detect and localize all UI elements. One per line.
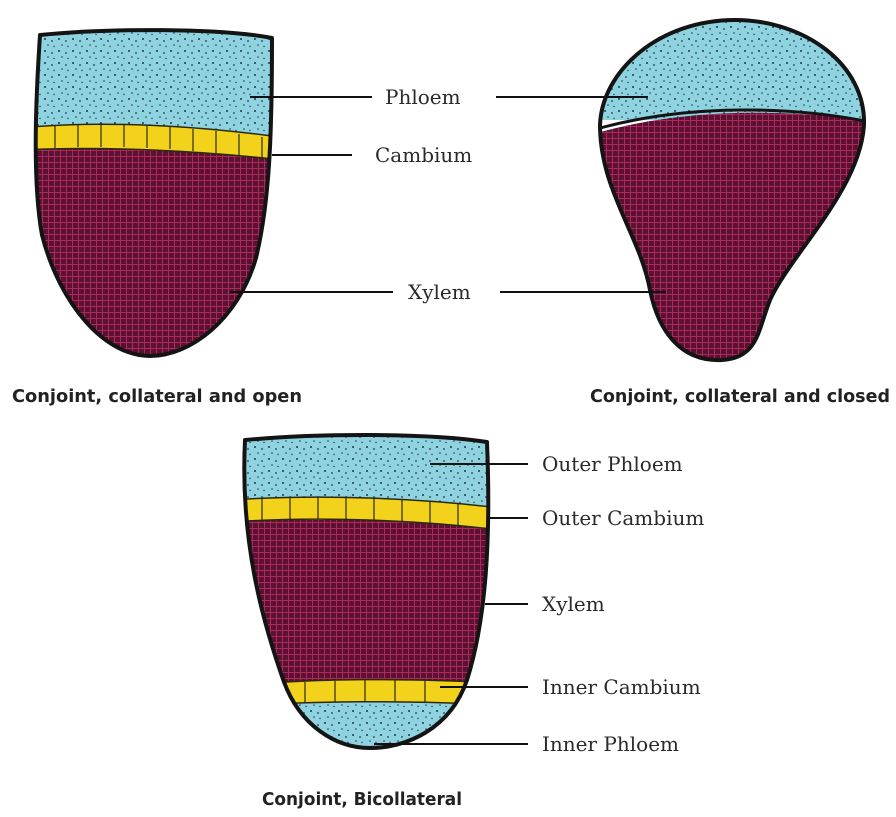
collateral-open-bundle (20, 20, 300, 368)
label-cambium: Cambium (375, 143, 472, 167)
xylem-region (590, 113, 880, 380)
bicollateral-bundle (230, 430, 500, 755)
caption-closed: Conjoint, collateral and closed (590, 386, 890, 407)
label-outer-cambium: Outer Cambium (542, 506, 704, 530)
label-outer-phloem: Outer Phloem (542, 452, 683, 476)
label-phloem: Phloem (385, 85, 461, 109)
xylem-region (230, 520, 500, 690)
label-inner-cambium: Inner Cambium (542, 675, 701, 699)
phloem-region (590, 10, 880, 120)
collateral-closed-bundle (590, 10, 880, 380)
caption-open: Conjoint, collateral and open (12, 386, 302, 407)
label-inner-phloem: Inner Phloem (542, 732, 679, 756)
label-bicollateral-xylem: Xylem (542, 592, 605, 616)
phloem-region (20, 20, 300, 140)
label-xylem: Xylem (408, 280, 471, 304)
caption-bicollateral: Conjoint, Bicollateral (262, 789, 462, 810)
